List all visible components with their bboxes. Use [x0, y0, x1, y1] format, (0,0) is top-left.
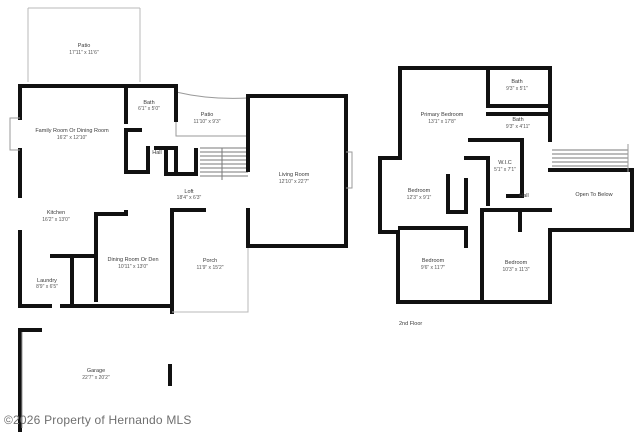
watermark: ©2026 Property of Hernando MLS — [4, 413, 192, 427]
wic-name: W.I.C — [498, 160, 511, 166]
bedroom-left-dims: 9'6" x 11'7" — [421, 265, 445, 271]
bedroom-left-name: Bedroom — [422, 258, 445, 264]
dining-room-name: Dining Room Or Den — [107, 257, 158, 263]
bedroom-mid-dims: 12'3" x 9'1" — [407, 195, 432, 201]
bath1-dims: 9'3" x 5'1" — [506, 86, 528, 92]
patio-side-dims: 11'10" x 9'3" — [193, 119, 220, 125]
bath2-dims: 9'3" x 4'11" — [506, 124, 530, 130]
porch-name: Porch — [203, 258, 217, 264]
open-to-below-name: Open To Below — [575, 192, 612, 198]
living-room-dims: 12'10" x 22'7" — [279, 179, 309, 185]
primary-bedroom-dims: 13'1" x 17'8" — [428, 119, 456, 125]
hall-name: Hall — [152, 150, 161, 156]
patio-top-dims: 17'11" x 11'6" — [69, 50, 99, 56]
living-room-name: Living Room — [279, 172, 310, 178]
bedroom-right-name: Bedroom — [505, 260, 528, 266]
kitchen-dims: 16'2" x 13'0" — [42, 217, 70, 223]
bath-name: Bath — [143, 100, 154, 106]
patio-side-name: Patio — [201, 112, 214, 118]
family-room-name: Family Room Or Dining Room — [35, 128, 109, 134]
second-floor-plan — [378, 66, 634, 304]
laundry-dims: 8'9" x 6'5" — [36, 284, 58, 290]
loft-dims: 18'4" x 6'3" — [177, 195, 202, 201]
laundry-name: Laundry — [37, 278, 57, 284]
family-room-dims: 16'2" x 12'10" — [57, 135, 87, 141]
hall2-name: Hall — [519, 193, 528, 199]
bath1-name: Bath — [511, 79, 522, 85]
ground-floor-plan — [9, 7, 353, 432]
porch-dims: 11'9" x 15'2" — [196, 265, 223, 271]
floor-label: 2nd Floor — [399, 321, 422, 327]
loft-name: Loft — [184, 189, 194, 195]
bath-dims: 6'1" x 5'0" — [138, 106, 160, 112]
primary-bedroom-name: Primary Bedroom — [421, 112, 464, 118]
bath2-name: Bath — [512, 117, 523, 123]
bedroom-mid-name: Bedroom — [408, 188, 431, 194]
patio-top-name: Patio — [78, 43, 91, 49]
garage-dims: 22'7" x 20'2" — [82, 375, 110, 381]
wic-dims: 5'1" x 7'1" — [494, 167, 516, 173]
dining-room-dims: 10'11" x 13'0" — [118, 264, 148, 270]
garage-name: Garage — [87, 368, 105, 374]
bedroom-right-dims: 10'3" x 11'3" — [502, 267, 529, 273]
kitchen-name: Kitchen — [47, 210, 65, 216]
